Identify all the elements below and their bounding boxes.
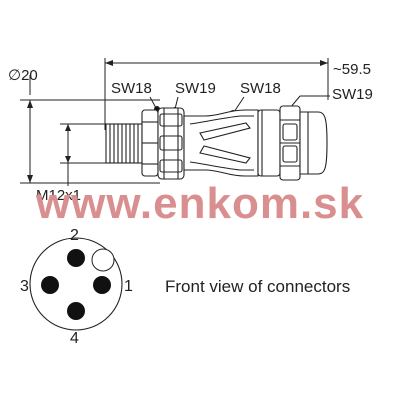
connector-body — [105, 105, 328, 181]
thread-outline — [105, 123, 143, 164]
body-contour — [189, 161, 254, 171]
pin-contact — [93, 276, 111, 294]
nut-face — [282, 145, 298, 163]
leader-line — [149, 96, 157, 109]
arrowhead-top — [65, 124, 71, 131]
wrench-size-label: SW19 — [332, 86, 373, 103]
wrench-size-label: SW18 — [240, 80, 281, 97]
wrench-size-label: SW18 — [111, 80, 152, 97]
coding-key — [91, 248, 115, 272]
pin-label-2: 2 — [70, 227, 79, 244]
wrench-size-label: SW19 — [175, 80, 216, 97]
nut-sw19-right — [279, 105, 301, 181]
nut-face — [159, 135, 183, 151]
arrowhead-right — [320, 60, 328, 66]
nut-face — [159, 113, 183, 127]
pin-contact — [67, 302, 85, 320]
arrowhead-bottom — [27, 175, 33, 183]
pin-label-4: 4 — [70, 330, 79, 347]
body-highlight — [199, 122, 251, 141]
diameter-dimension — [20, 75, 160, 184]
arrowhead-top — [27, 100, 33, 108]
pin-label-1: 1 — [124, 278, 133, 295]
thread-label: M12x1 — [36, 187, 81, 204]
pin-contact — [41, 276, 59, 294]
arrowhead-bottom — [65, 156, 71, 163]
tapered-body — [183, 109, 259, 177]
length-dimension — [104, 58, 329, 130]
nut-face — [282, 123, 298, 141]
pin-contact — [67, 249, 85, 267]
arrowhead-left — [105, 60, 113, 66]
diameter-label: ∅20 — [8, 67, 38, 84]
pin-label-3: 3 — [20, 278, 29, 295]
nut-face — [159, 159, 183, 173]
nut-sw18-left — [141, 109, 159, 177]
body-highlight — [199, 145, 251, 164]
leader-line — [174, 96, 179, 110]
front-view-caption: Front view of connectors — [165, 277, 350, 296]
thread-section — [105, 123, 143, 164]
leader-line — [233, 96, 245, 113]
seal-cap — [299, 111, 328, 175]
gland-housing — [257, 109, 281, 177]
length-label: ~59.5 — [333, 61, 371, 78]
body-contour — [189, 115, 254, 125]
front-view — [29, 237, 123, 331]
connector-face — [29, 237, 123, 331]
nut-sw19 — [157, 107, 185, 180]
watermark: www.enkom.sk — [35, 179, 364, 228]
